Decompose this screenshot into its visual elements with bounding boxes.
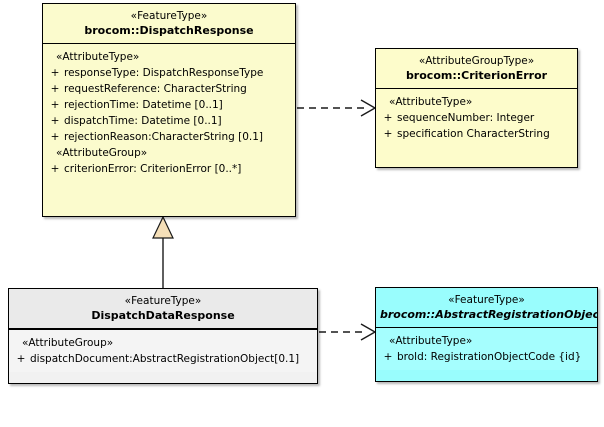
attribute-row: + criterionError: CriterionError [0..*] bbox=[46, 161, 292, 177]
class-stereotype: «FeatureType» bbox=[130, 10, 208, 22]
visibility-marker: + bbox=[50, 115, 60, 127]
attribute-row: + dispatchTime: Datetime [0..1] bbox=[46, 113, 292, 129]
attribute-row: + rejectionTime: Datetime [0..1] bbox=[46, 97, 292, 113]
attribute-text: dispatchDocument:AbstractRegistrationObj… bbox=[30, 353, 300, 365]
attribute-row: + responseType: DispatchResponseType bbox=[46, 65, 292, 81]
class-box-criterion-error[interactable]: «AttributeGroupType» brocom::CriterionEr… bbox=[375, 48, 578, 168]
dependency-dispatchdataresponse-abstractregistrationobject bbox=[319, 323, 377, 341]
open-arrow-head bbox=[360, 323, 377, 341]
dependency-dispatchresponse-criterionerror bbox=[297, 99, 377, 117]
attribute-row: + rejectionReason:CharacterString [0.1] bbox=[46, 129, 292, 145]
attribute-group-label: «AttributeType» bbox=[56, 51, 140, 63]
attribute-group-label: «AttributeGroup» bbox=[56, 147, 148, 159]
class-attributes-compartment: «AttributeType» + responseType: Dispatch… bbox=[43, 44, 295, 182]
class-header: «FeatureType» DispatchDataResponse bbox=[9, 289, 317, 330]
attribute-group-label: «AttributeGroup» bbox=[22, 337, 114, 349]
visibility-marker: + bbox=[50, 83, 60, 95]
visibility-marker: + bbox=[383, 351, 393, 363]
class-stereotype: «AttributeGroupType» bbox=[418, 55, 535, 67]
attribute-row: + brold: RegistrationObjectCode {id} bbox=[379, 349, 594, 365]
attribute-text: brold: RegistrationObjectCode {id} bbox=[397, 351, 582, 363]
visibility-marker: + bbox=[383, 112, 393, 124]
attribute-text: requestReference: CharacterString bbox=[64, 83, 247, 95]
class-attributes-compartment: «AttributeGroup» + dispatchDocument:Abst… bbox=[9, 330, 317, 372]
attribute-text: specification CharacterString bbox=[397, 128, 550, 140]
class-box-dispatch-data-response[interactable]: «FeatureType» DispatchDataResponse «Attr… bbox=[8, 288, 318, 384]
class-stereotype: «FeatureType» bbox=[448, 294, 525, 306]
class-name: brocom::DispatchResponse bbox=[84, 24, 254, 37]
attribute-text: responseType: DispatchResponseType bbox=[64, 67, 264, 79]
attribute-text: sequenceNumber: Integer bbox=[397, 112, 535, 124]
visibility-marker: + bbox=[50, 99, 60, 111]
attribute-row: + sequenceNumber: Integer bbox=[379, 110, 574, 126]
class-stereotype: «FeatureType» bbox=[124, 295, 202, 307]
attribute-group-label: «AttributeType» bbox=[389, 96, 473, 108]
class-name: DispatchDataResponse bbox=[91, 309, 235, 322]
attribute-text: dispatchTime: Datetime [0..1] bbox=[64, 115, 222, 127]
hollow-triangle-arrow-head bbox=[152, 215, 174, 239]
class-box-dispatch-response[interactable]: «FeatureType» brocom::DispatchResponse «… bbox=[42, 3, 296, 217]
attribute-text: criterionError: CriterionError [0..*] bbox=[64, 163, 242, 175]
class-attributes-compartment: «AttributeType» + brold: RegistrationObj… bbox=[376, 328, 597, 370]
class-header: «FeatureType» brocom::AbstractRegistrati… bbox=[376, 288, 597, 328]
class-box-abstract-registration-object[interactable]: «FeatureType» brocom::AbstractRegistrati… bbox=[375, 287, 598, 382]
visibility-marker: + bbox=[16, 353, 26, 365]
attribute-text: rejectionReason:CharacterString [0.1] bbox=[64, 131, 264, 143]
class-attributes-compartment: «AttributeType» + sequenceNumber: Intege… bbox=[376, 89, 577, 147]
class-name: brocom::CriterionError bbox=[405, 69, 548, 82]
visibility-marker: + bbox=[50, 67, 60, 79]
attribute-row: + requestReference: CharacterString bbox=[46, 81, 292, 97]
attribute-row: + dispatchDocument:AbstractRegistrationO… bbox=[12, 351, 314, 367]
attribute-row: + specification CharacterString bbox=[379, 126, 574, 142]
visibility-marker: + bbox=[50, 163, 60, 175]
attribute-group-label: «AttributeType» bbox=[389, 335, 473, 347]
class-header: «FeatureType» brocom::DispatchResponse bbox=[43, 4, 295, 44]
visibility-marker: + bbox=[50, 131, 60, 143]
class-header: «AttributeGroupType» brocom::CriterionEr… bbox=[376, 49, 577, 89]
generalization-dispatchdataresponse-dispatchresponse bbox=[152, 215, 174, 288]
attribute-text: rejectionTime: Datetime [0..1] bbox=[64, 99, 223, 111]
class-name: brocom::AbstractRegistrationObject bbox=[380, 308, 598, 321]
visibility-marker: + bbox=[383, 128, 393, 140]
open-arrow-head bbox=[360, 99, 377, 117]
